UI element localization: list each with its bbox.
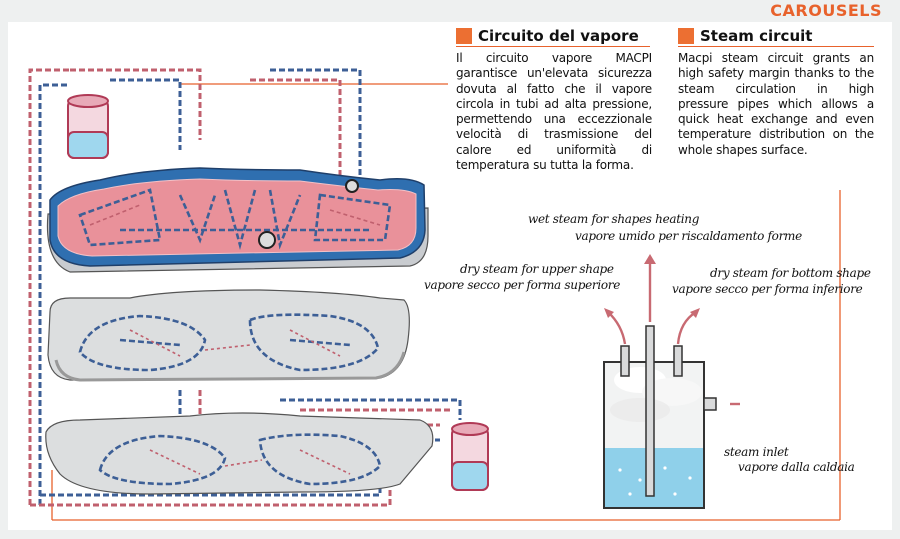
italian-heading-rule: [456, 46, 650, 47]
label-steam-inlet-en: steam inlet: [724, 445, 789, 459]
upper-condensate-tank: [67, 94, 109, 159]
steam-arrow-heads: [604, 254, 700, 318]
middle-shape: [47, 289, 410, 382]
english-body: Macpi steam circuit grants an high safet…: [678, 51, 874, 157]
upper-shape: [46, 167, 429, 273]
steam-boiler-vessel: [603, 325, 717, 509]
label-dry-bottom-it: vapore secco per forma inferiore: [672, 282, 863, 296]
orange-bullet-icon: [456, 28, 472, 44]
english-title: Steam circuit: [700, 27, 813, 45]
lower-shape: [45, 412, 434, 495]
label-dry-upper-it: vapore secco per forma superiore: [424, 278, 621, 292]
english-heading-rule: [678, 46, 874, 47]
orange-bullet-icon: [678, 28, 694, 44]
english-section-heading: Steam circuit: [678, 27, 812, 45]
label-wet-steam-it: vapore umido per riscaldamento forme: [575, 229, 802, 243]
label-dry-bottom-en: dry steam for bottom shape: [710, 266, 871, 280]
label-wet-steam-en: wet steam for shapes heating: [528, 212, 700, 226]
italian-body: Il circuito vapore MACPI garantisce un'e…: [456, 51, 652, 173]
brand-logo: CAROUSELS: [770, 1, 882, 20]
label-steam-inlet-it: vapore dalla caldaia: [738, 460, 855, 474]
orange-connector-lines: [51, 83, 841, 521]
italian-section-heading: Circuito del vapore: [456, 27, 639, 45]
label-dry-upper-en: dry steam for upper shape: [460, 262, 614, 276]
italian-title: Circuito del vapore: [478, 27, 639, 45]
lower-condensate-tank: [451, 422, 489, 491]
